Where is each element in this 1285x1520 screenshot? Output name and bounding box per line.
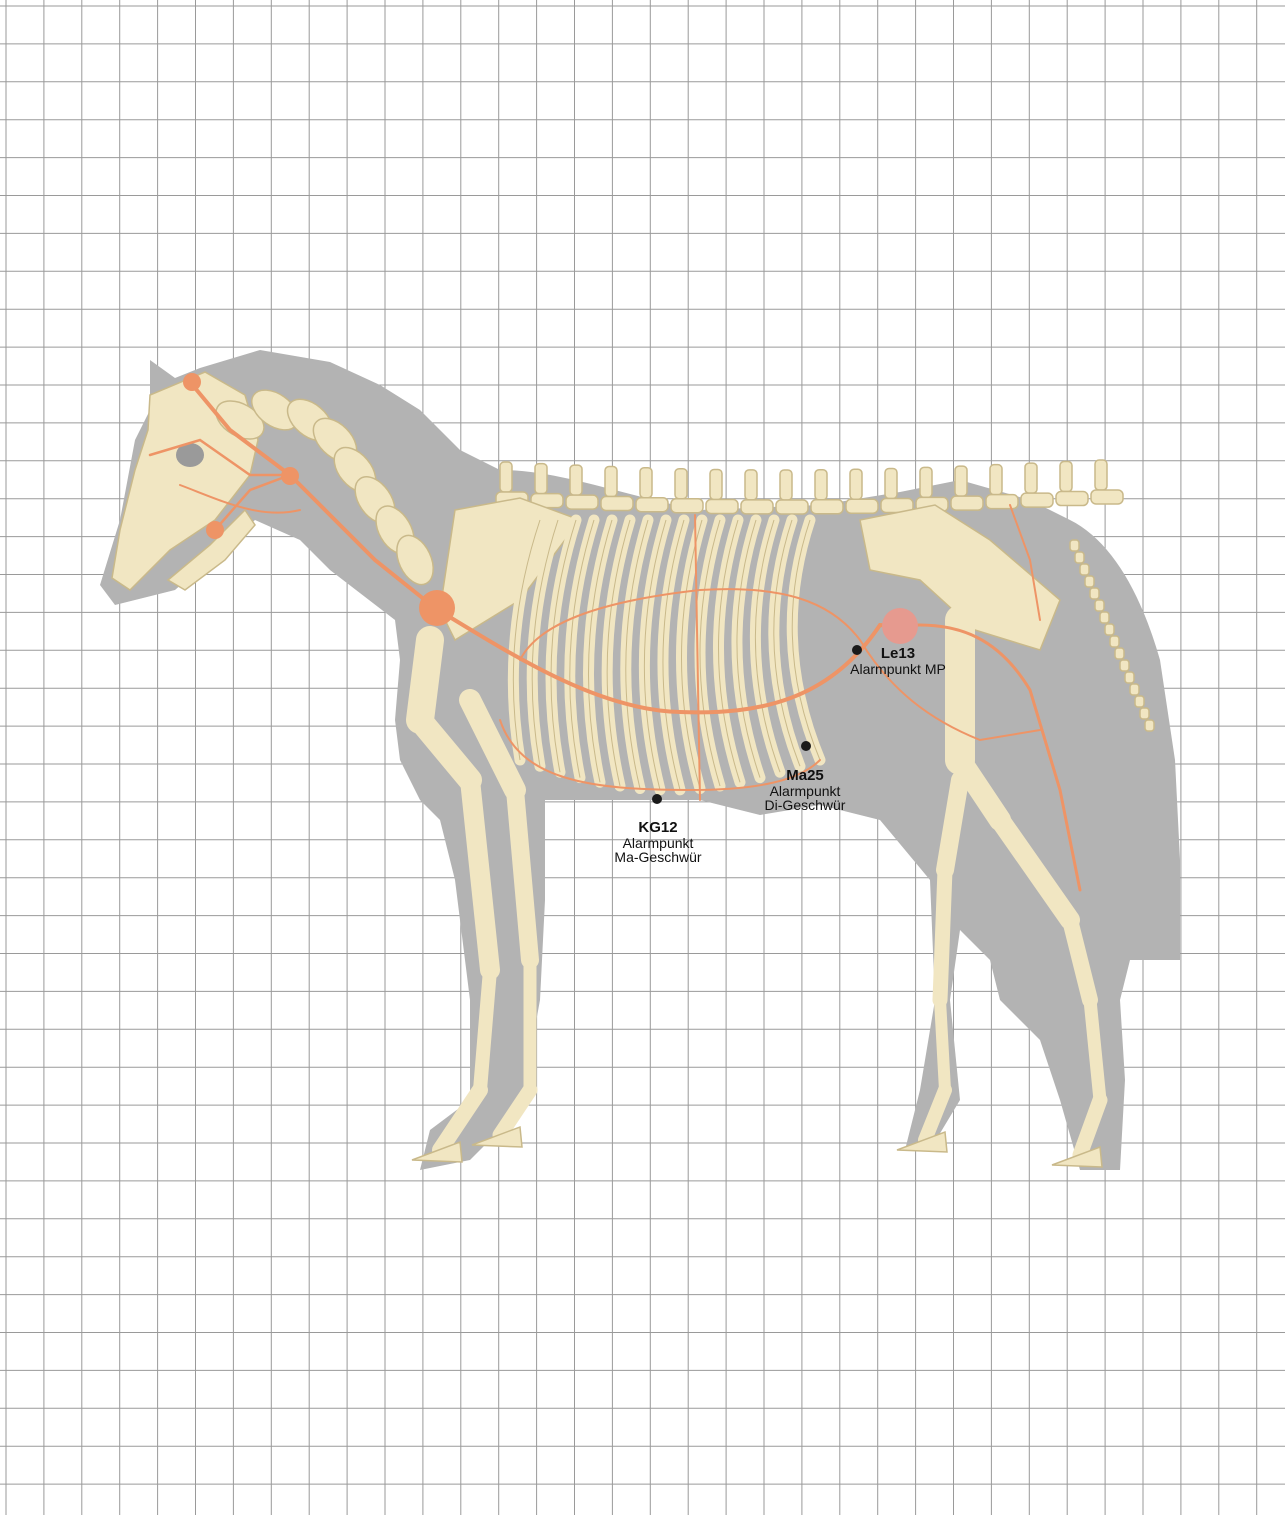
vertebra-process — [570, 465, 582, 495]
hind-leg-bone-far — [940, 1000, 945, 1090]
vertebra-process — [605, 467, 617, 497]
ma25-description-line-2: Di-Geschwür — [745, 798, 865, 813]
vertebra-body — [986, 495, 1018, 509]
tail-vertebra — [1090, 588, 1099, 599]
tail-vertebra — [1100, 612, 1109, 623]
vertebra-body — [566, 495, 598, 509]
vertebra-process — [955, 466, 967, 496]
vertebra-process — [850, 469, 862, 499]
vertebra-body — [601, 497, 633, 511]
le13-label: Le13 Alarmpunkt MP — [838, 646, 958, 676]
tail-vertebra — [1075, 552, 1084, 563]
vertebra-process — [535, 464, 547, 494]
vertebra-body — [741, 500, 773, 514]
ma25-description-line-1: Alarmpunkt — [745, 784, 865, 799]
kg12-label: KG12 Alarmpunkt Ma-Geschwür — [598, 820, 718, 865]
tail-vertebra — [1130, 684, 1139, 695]
shoulder-node — [419, 590, 455, 626]
vertebra-process — [885, 468, 897, 498]
vertebra-process — [640, 468, 652, 498]
vertebra-process — [780, 470, 792, 500]
vertebra-process — [500, 462, 512, 492]
tail-vertebra — [1105, 624, 1114, 635]
vertebra-body — [1056, 492, 1088, 506]
vertebra-body — [636, 498, 668, 512]
tail-vertebra — [1080, 564, 1089, 575]
le13-code: Le13 — [838, 646, 958, 662]
vertebra-process — [1025, 463, 1037, 493]
vertebra-body — [706, 499, 738, 513]
vertebra-process — [990, 465, 1002, 495]
tail-vertebra — [1085, 576, 1094, 587]
le13-description: Alarmpunkt MP — [838, 662, 958, 677]
poll-node — [183, 373, 201, 391]
tail-vertebra — [1095, 600, 1104, 611]
tail-vertebra — [1145, 720, 1154, 731]
kg12-description-line-2: Ma-Geschwür — [598, 850, 718, 865]
tail-vertebra — [1115, 648, 1124, 659]
vertebra-process — [675, 469, 687, 499]
front-leg-bone-near — [480, 970, 490, 1090]
vertebra-body — [776, 500, 808, 514]
vertebra-body — [671, 499, 703, 513]
vertebra-body — [1091, 490, 1123, 504]
vertebra-process — [920, 467, 932, 497]
kg12-code: KG12 — [598, 820, 718, 836]
tail-vertebra — [1110, 636, 1119, 647]
tail-vertebra — [1125, 672, 1134, 683]
ma25-point-marker[interactable] — [801, 741, 811, 751]
vertebra-body — [811, 500, 843, 514]
ma25-label: Ma25 Alarmpunkt Di-Geschwür — [745, 768, 865, 813]
tail-vertebra — [1135, 696, 1144, 707]
tail-vertebra — [1070, 540, 1079, 551]
hip-node — [882, 608, 918, 644]
vertebra-body — [846, 499, 878, 513]
tail-vertebra — [1140, 708, 1149, 719]
throat-node — [281, 467, 299, 485]
vertebra-body — [1021, 493, 1053, 507]
jaw-node — [206, 521, 224, 539]
vertebra-process — [815, 470, 827, 500]
vertebra-process — [710, 469, 722, 499]
vertebra-process — [745, 470, 757, 500]
vertebra-process — [1060, 462, 1072, 492]
kg12-point-marker[interactable] — [652, 794, 662, 804]
vertebra-process — [1095, 460, 1107, 490]
vertebra-body — [951, 496, 983, 510]
ma25-code: Ma25 — [745, 768, 865, 784]
tail-vertebra — [1120, 660, 1129, 671]
front-leg-bone-near — [420, 640, 430, 720]
kg12-description-line-1: Alarmpunkt — [598, 836, 718, 851]
hind-leg-bone-far — [940, 870, 945, 1000]
